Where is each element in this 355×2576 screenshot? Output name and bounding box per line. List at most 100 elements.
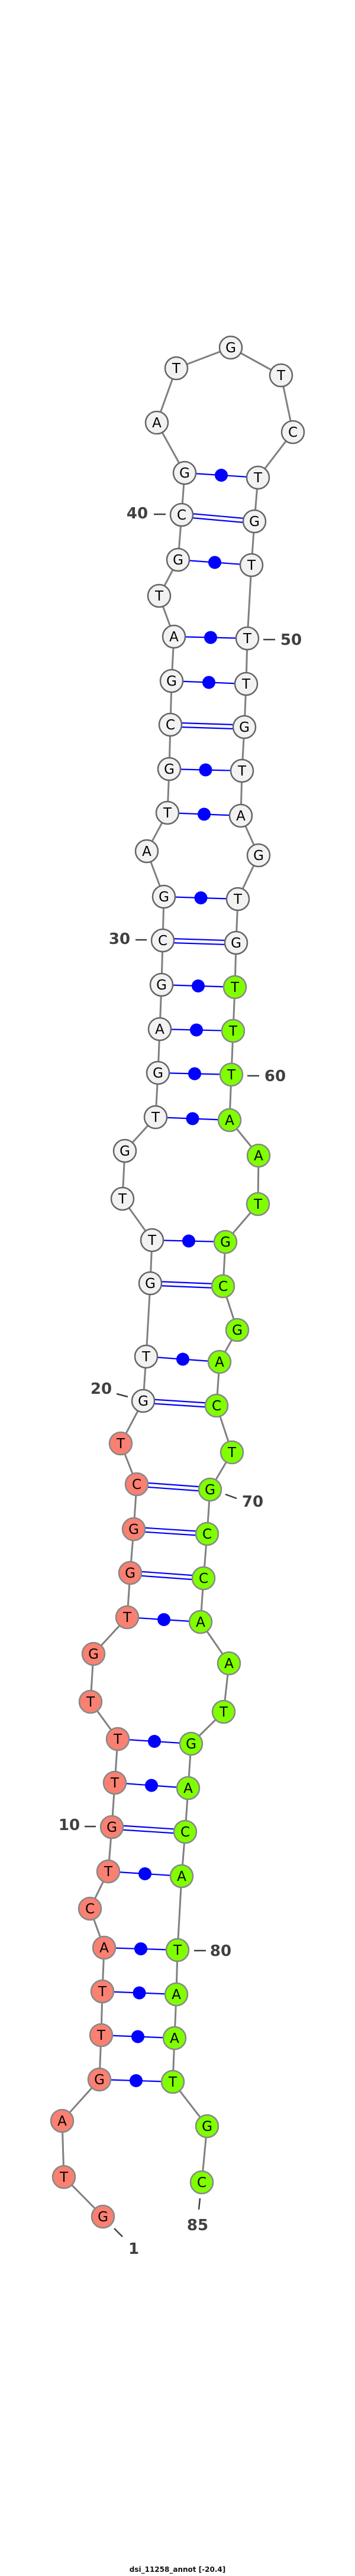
nucleotide-letter: G — [232, 1323, 243, 1338]
nucleotide-circle — [155, 800, 180, 825]
nucleotide-circle — [221, 1018, 246, 1043]
nucleotide-25: G — [112, 1138, 137, 1163]
nucleotide-letter: G — [253, 848, 264, 864]
nucleotide-circle — [90, 1979, 115, 2004]
nucleotide-letter: G — [106, 1820, 117, 1835]
nucleotide-circle — [112, 1138, 137, 1163]
backbone-segment — [176, 1876, 183, 1951]
nucleotide-circle — [217, 1108, 242, 1133]
nucleotide-circle — [147, 1017, 172, 1042]
nucleotide-80: T — [165, 1938, 190, 1962]
bond-dot — [138, 1867, 151, 1880]
nucleotide-68: C — [204, 1393, 229, 1418]
nucleotide-letter: A — [172, 1987, 181, 2003]
nucleotide-30: C — [150, 928, 175, 953]
nucleotide-circle — [89, 2023, 114, 2048]
nucleotide-letter: G — [120, 1144, 130, 1159]
nucleotide-31: G — [151, 884, 176, 909]
nucleotide-letter: G — [173, 553, 183, 568]
nucleotide-63: T — [246, 1192, 270, 1216]
nucleotide-letter: T — [116, 1436, 125, 1452]
gc-bond-line — [143, 1398, 217, 1404]
bond-dot — [198, 807, 211, 821]
nucleotide-circle — [198, 1477, 222, 1502]
base-pair-10-78 — [111, 1824, 186, 1835]
bond-dot — [190, 1023, 203, 1037]
nucleotide-circle — [179, 1731, 204, 1756]
base-pair-26-61 — [155, 1112, 230, 1125]
bond-dot — [133, 1986, 146, 2000]
nucleotide-circle — [239, 553, 264, 578]
base-pair-29-58 — [161, 979, 235, 992]
nucleotide-letter: G — [88, 1647, 99, 1662]
gc-bond-line — [150, 1284, 223, 1289]
base-pair-36-51 — [171, 676, 247, 689]
nucleotide-11: T — [102, 1770, 127, 1795]
base-pair-4-83 — [99, 2074, 173, 2087]
base-pair-7-80 — [104, 1942, 178, 1955]
nucleotide-letter: A — [196, 1615, 205, 1630]
nucleotide-letter: A — [152, 416, 162, 431]
gc-bond-line — [150, 1280, 224, 1285]
base-pair-34-53 — [169, 763, 243, 777]
nucleotide-1: G — [91, 2204, 115, 2229]
nucleotide-letter: G — [205, 1482, 215, 1498]
nucleotide-letter: C — [180, 1825, 190, 1840]
position-label-70: 70 — [225, 1493, 263, 1511]
nucleotide-64: G — [213, 1229, 238, 1254]
base-pair-16-72 — [130, 1570, 204, 1581]
base-pair-41-47 — [184, 469, 259, 482]
nucleotide-letter: A — [224, 1656, 234, 1672]
label-tick — [114, 2228, 123, 2237]
nucleotide-letter: T — [113, 1732, 122, 1747]
base-pair-35-52 — [170, 722, 245, 730]
position-label-1: 1 — [114, 2228, 139, 2258]
nucleotide-letter: C — [199, 1571, 208, 1587]
nucleotide-circle — [234, 671, 259, 696]
nucleotide-letter: A — [215, 1355, 224, 1370]
nucleotide-75: T — [211, 1699, 236, 1724]
nucleotide-letter: C — [288, 425, 298, 440]
nucleotide-circle — [134, 1344, 159, 1369]
gc-bond-line — [133, 1530, 207, 1537]
bond-dot — [186, 1112, 199, 1125]
nucleotide-circle — [219, 1062, 244, 1087]
nucleotide-78: C — [173, 1819, 198, 1844]
nucleotide-letter: T — [247, 558, 256, 573]
base-pair-6-81 — [102, 1986, 177, 2000]
nucleotide-69: T — [220, 1440, 244, 1465]
nucleotide-71: C — [195, 1521, 220, 1546]
nucleotide-letter: T — [276, 368, 286, 384]
label-tick — [116, 1393, 128, 1398]
nucleotide-74: A — [217, 1651, 241, 1676]
nucleotide-letter: T — [147, 1233, 157, 1248]
nucleotide-33: T — [155, 800, 180, 825]
nucleotide-84: G — [195, 2114, 220, 2139]
nucleotide-circle — [225, 887, 250, 911]
nucleotide-24: T — [110, 1186, 135, 1211]
nucleotide-44: G — [218, 335, 243, 360]
bond-dot — [176, 1352, 189, 1366]
nucleotide-letter: T — [230, 980, 240, 995]
nucleotide-letter: T — [228, 1024, 238, 1039]
bond-dot — [208, 556, 221, 569]
nucleotide-letter: T — [96, 2028, 106, 2043]
nucleotide-29: G — [149, 972, 174, 997]
nucleotide-circle — [224, 930, 248, 955]
nucleotide-letter: T — [253, 1197, 263, 1212]
nucleotide-circle — [166, 547, 191, 572]
nucleotide-37: A — [162, 624, 186, 649]
nucleotide-13: T — [78, 1689, 103, 1714]
gc-bond-line — [130, 1570, 204, 1577]
nucleotide-letter: A — [225, 1113, 234, 1128]
backbone-segment — [246, 564, 253, 639]
nucleotide-57: G — [224, 930, 248, 955]
nucleotide-circle — [195, 1521, 220, 1546]
bond-dot — [204, 631, 217, 644]
nucleotide-52: G — [232, 715, 257, 739]
nucleotide-65: C — [211, 1274, 235, 1299]
nucleotide-circle — [164, 1982, 189, 2007]
nucleotide-letter: G — [125, 1566, 135, 1581]
nucleotide-circle — [150, 928, 175, 953]
